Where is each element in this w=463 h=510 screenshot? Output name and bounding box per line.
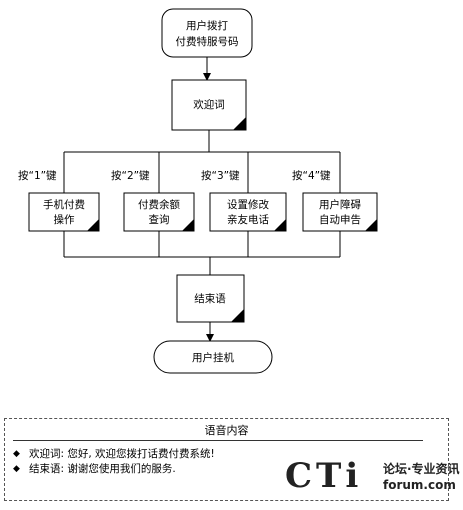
watermark-line2: forum.com	[383, 478, 456, 492]
key-label-4: 按“4”键	[292, 169, 331, 182]
key-label-3: 按“3”键	[201, 169, 240, 182]
legend-item-text: 结束语: 谢谢您使用我们的服务.	[29, 463, 176, 475]
legend-list: ◆ 欢迎词: 您好, 欢迎您拨打话费付费系统! ◆ 结束语: 谢谢您使用我们的服…	[13, 447, 215, 477]
branch-4-line1: 用户障碍	[319, 198, 361, 211]
branch-box-mobile-payment: 手机付费 操作	[28, 192, 100, 232]
voice-content-legend: 语音内容 ◆ 欢迎词: 您好, 欢迎您拨打话费付费系统! ◆ 结束语: 谢谢您使…	[4, 418, 449, 501]
start-text-line1: 用户拨打	[186, 19, 228, 32]
end-text: 用户挂机	[192, 351, 234, 364]
watermark-line1: 论坛·专业资讯	[383, 462, 460, 476]
branch-box-balance-query: 付费余额 查询	[123, 192, 195, 232]
closing-node: 结束语	[176, 274, 245, 323]
legend-title: 语音内容	[204, 424, 249, 437]
branch-1-line2: 操作	[54, 213, 75, 226]
flowchart-diagram: 用户拨打 付费特服号码 欢迎词 按“1”键 按“2”键 按“3”键 按“4”键 …	[18, 8, 378, 374]
legend-item-text: 欢迎词: 您好, 欢迎您拨打话费付费系统!	[29, 448, 215, 460]
diamond-bullet-icon: ◆	[13, 449, 20, 459]
branch-3-line2: 亲友电话	[227, 213, 269, 226]
closing-text: 结束语	[194, 292, 226, 305]
branch-4-line2: 自动申告	[319, 213, 361, 226]
branch-box-family-phone: 设置修改 亲友电话	[209, 192, 287, 232]
end-node: 用户挂机	[153, 340, 273, 374]
diamond-bullet-icon: ◆	[13, 464, 20, 474]
branch-2-line1: 付费余额	[138, 198, 180, 211]
legend-item-welcome: ◆ 欢迎词: 您好, 欢迎您拨打话费付费系统!	[13, 447, 215, 462]
branch-box-fault-report: 用户障碍 自动申告	[302, 192, 378, 232]
legend-item-closing: ◆ 结束语: 谢谢您使用我们的服务.	[13, 462, 215, 477]
welcome-node: 欢迎词	[171, 79, 247, 131]
branch-2-line2: 查询	[149, 213, 170, 226]
key-label-1: 按“1”键	[18, 169, 57, 182]
legend-divider	[13, 440, 423, 441]
welcome-text: 欢迎词	[193, 98, 225, 111]
watermark-main: CTi	[285, 456, 363, 496]
branch-1-line1: 手机付费	[43, 198, 85, 211]
branch-3-line1: 设置修改	[227, 198, 269, 211]
start-text-line2: 付费特服号码	[176, 35, 239, 48]
start-node: 用户拨打 付费特服号码	[161, 8, 253, 58]
key-label-2: 按“2”键	[111, 169, 150, 182]
welcome-corner-mark	[233, 117, 246, 130]
